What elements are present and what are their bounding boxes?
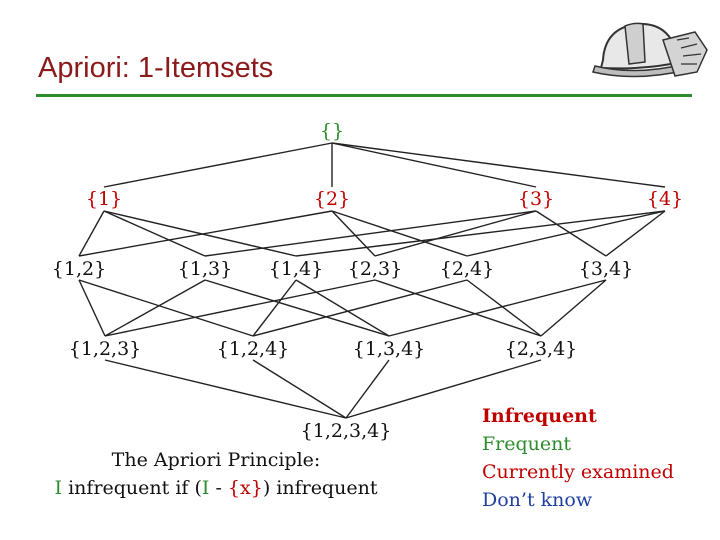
node-2-3-4: {2,3,4} [504, 338, 578, 360]
principle-text-a: infrequent if ( [62, 477, 202, 499]
principle-statement: I infrequent if (I - {x}) infrequent [36, 474, 396, 502]
principle-minus: - [209, 477, 228, 499]
edge-n1-n13 [103, 210, 206, 257]
principle-itemset: I [54, 477, 63, 499]
edge-n4-n34 [605, 210, 666, 257]
edge-n14-n134 [295, 279, 390, 337]
node-2: {2} [313, 188, 351, 210]
node-1-3-4: {1,3,4} [352, 338, 426, 360]
edge-n24-n124 [252, 279, 468, 337]
edge-E-n3 [331, 142, 537, 188]
legend: Infrequent Frequent Currently examined D… [482, 402, 674, 514]
node-1-2-4: {1,2,4} [216, 338, 290, 360]
edge-n2-n23 [331, 210, 376, 257]
node-1: {1} [85, 188, 123, 210]
edge-n1-n12 [78, 210, 105, 257]
edge-n1-n14 [103, 210, 297, 257]
edge-n124-n1234 [252, 359, 347, 419]
node-empty: {} [319, 120, 345, 142]
edge-n3-n34 [535, 210, 607, 257]
principle-text-b: ) infrequent [262, 477, 378, 499]
edge-n23-n234 [374, 279, 542, 337]
edge-n134-n1234 [345, 359, 390, 419]
node-1-4: {1,4} [268, 258, 324, 280]
edge-n14-n124 [252, 279, 297, 337]
node-1-2: {1,2} [51, 258, 107, 280]
edge-n23-n123 [104, 279, 376, 337]
principle-itemset-2: I [201, 477, 210, 499]
edge-n2-n24 [331, 210, 468, 257]
edge-n12-n123 [78, 279, 106, 337]
title-underline [36, 94, 692, 97]
edge-n13-n123 [104, 279, 206, 337]
node-3-4: {3,4} [578, 258, 634, 280]
node-2-4: {2,4} [439, 258, 495, 280]
node-2-3: {2,3} [347, 258, 403, 280]
edge-n4-n24 [466, 210, 666, 257]
edge-E-n1 [103, 142, 333, 188]
edge-n3-n13 [204, 210, 537, 257]
edge-n34-n234 [540, 279, 607, 337]
edge-n2-n12 [78, 210, 333, 257]
legend-infrequent: Infrequent [482, 405, 597, 427]
edge-E-n4 [331, 142, 666, 188]
apriori-principle: The Apriori Principle: I infrequent if (… [36, 446, 396, 502]
slide-title: Apriori: 1-Itemsets [38, 52, 274, 84]
edge-n3-n23 [374, 210, 537, 257]
node-3: {3} [517, 188, 555, 210]
principle-item-x: {x} [227, 477, 263, 499]
legend-frequent: Frequent [482, 433, 572, 455]
legend-currently-examined: Currently examined [482, 461, 674, 483]
edge-n234-n1234 [345, 359, 542, 419]
node-1-3: {1,3} [177, 258, 233, 280]
legend-dont-know: Don’t know [482, 489, 593, 511]
principle-heading: The Apriori Principle: [111, 449, 321, 471]
edge-n13-n134 [204, 279, 390, 337]
edge-n12-n124 [78, 279, 254, 337]
node-4: {4} [646, 188, 684, 210]
node-1-2-3: {1,2,3} [68, 338, 142, 360]
edge-n123-n1234 [104, 359, 347, 419]
edge-n4-n14 [295, 210, 666, 257]
hardhat-and-gloves-icon [592, 22, 708, 78]
edge-n24-n234 [466, 279, 542, 337]
node-1-2-3-4: {1,2,3,4} [300, 420, 392, 442]
edge-n34-n134 [388, 279, 607, 337]
